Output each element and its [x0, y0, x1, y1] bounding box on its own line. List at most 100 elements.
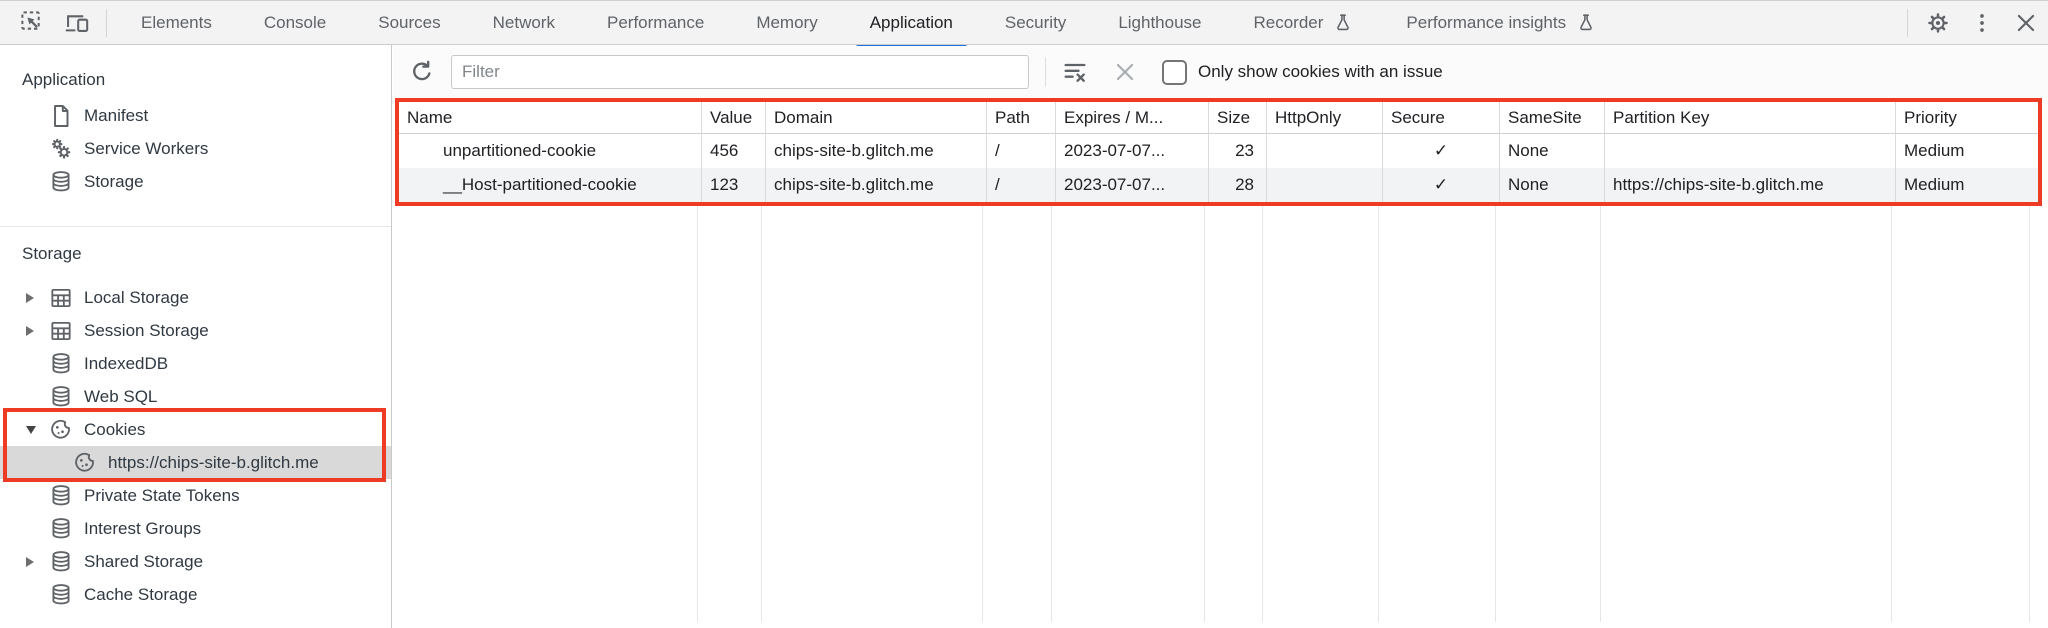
column-header-secure[interactable]: Secure: [1383, 102, 1500, 134]
cell-samesite[interactable]: None: [1500, 168, 1605, 202]
sidebar-item-indexeddb[interactable]: IndexedDB: [0, 347, 391, 380]
tab-lighthouse[interactable]: Lighthouse: [1118, 12, 1202, 32]
cookie-table-header: Name Value Domain Path Expires / M... Si…: [399, 102, 2038, 134]
cell-secure[interactable]: ✓: [1383, 168, 1500, 202]
cell-expires[interactable]: 2023-07-07...: [1056, 168, 1209, 202]
database-icon: [48, 351, 74, 377]
sidebar-item-web-sql[interactable]: Web SQL: [0, 380, 391, 413]
panel-tabs: Elements Console Sources Network Perform…: [115, 1, 1623, 49]
refresh-button[interactable]: [405, 55, 439, 89]
cell-path[interactable]: /: [987, 134, 1056, 168]
section-title-application: Application: [22, 70, 106, 89]
column-header-partition-key[interactable]: Partition Key: [1605, 102, 1896, 134]
customize-devtools-button[interactable]: [1960, 1, 2004, 45]
cookie-row-host-partitioned[interactable]: __Host-partitioned-cookie 123 chips-site…: [399, 168, 2038, 202]
clear-x-icon: [1112, 59, 1138, 85]
devtools-tabbar: Elements Console Sources Network Perform…: [0, 0, 2048, 49]
cell-domain[interactable]: chips-site-b.glitch.me: [766, 134, 987, 168]
sidebar-item-cookies[interactable]: Cookies: [0, 413, 391, 446]
column-header-value[interactable]: Value: [702, 102, 766, 134]
cell-path[interactable]: /: [987, 168, 1056, 202]
cell-partition-key[interactable]: [1605, 134, 1896, 168]
sidebar-item-interest-groups[interactable]: Interest Groups: [0, 512, 391, 545]
cell-httponly[interactable]: [1267, 168, 1383, 202]
application-sidebar: Application Manifest Service Workers Sto…: [0, 45, 392, 628]
tab-sources[interactable]: Sources: [378, 12, 441, 32]
clear-filter-icon: [1061, 58, 1089, 86]
toggle-device-toolbar-button[interactable]: [54, 1, 98, 45]
sidebar-item-cache-storage[interactable]: Cache Storage: [0, 578, 391, 611]
device-toolbar-icon: [63, 9, 90, 36]
gear-icon: [1925, 10, 1951, 36]
cookie-row-unpartitioned[interactable]: unpartitioned-cookie 456 chips-site-b.gl…: [399, 134, 2038, 168]
experiment-flask-icon: [1575, 12, 1597, 34]
refresh-icon: [408, 58, 436, 86]
tab-performance-insights[interactable]: Performance insights: [1380, 1, 1623, 44]
cell-size[interactable]: 23: [1209, 134, 1267, 168]
column-header-samesite[interactable]: SameSite: [1500, 102, 1605, 134]
cell-domain[interactable]: chips-site-b.glitch.me: [766, 168, 987, 202]
column-header-name[interactable]: Name: [399, 102, 702, 134]
cell-httponly[interactable]: [1267, 134, 1383, 168]
empty-grid-columns: [395, 206, 2042, 622]
cell-expires[interactable]: 2023-07-07...: [1056, 134, 1209, 168]
database-icon: [48, 169, 74, 195]
sidebar-item-session-storage[interactable]: Session Storage: [0, 314, 391, 347]
sidebar-item-private-state-tokens[interactable]: Private State Tokens: [0, 479, 391, 512]
only-issue-checkbox-label[interactable]: Only show cookies with an issue: [1198, 62, 1443, 81]
three-dot-menu-icon: [1969, 10, 1995, 36]
column-header-size[interactable]: Size: [1209, 102, 1267, 134]
sidebar-item-manifest[interactable]: Manifest: [0, 99, 391, 132]
toolbar-divider: [1045, 57, 1046, 87]
column-header-expires[interactable]: Expires / M...: [1056, 102, 1209, 134]
tab-performance[interactable]: Performance: [606, 12, 705, 32]
inspect-element-button[interactable]: [10, 1, 54, 45]
cell-partition-key[interactable]: https://chips-site-b.glitch.me: [1605, 168, 1896, 202]
cell-name[interactable]: unpartitioned-cookie: [399, 134, 702, 168]
column-header-httponly[interactable]: HttpOnly: [1267, 102, 1383, 134]
service-workers-gears-icon: [48, 136, 74, 162]
cell-value[interactable]: 456: [702, 134, 766, 168]
tab-security[interactable]: Security: [1004, 12, 1067, 32]
cell-priority[interactable]: Medium: [1904, 141, 1965, 160]
tab-application[interactable]: Application: [844, 1, 979, 49]
tab-memory[interactable]: Memory: [756, 12, 818, 32]
cell-secure[interactable]: ✓: [1383, 134, 1500, 168]
cell-priority[interactable]: Medium: [1896, 168, 2038, 202]
cell-samesite[interactable]: None: [1500, 134, 1605, 168]
chevron-right-icon: [26, 292, 34, 303]
annotation-box-cookie-table: Name Value Domain Path Expires / M... Si…: [395, 98, 2042, 206]
database-icon: [48, 483, 74, 509]
close-devtools-button[interactable]: [2004, 1, 2048, 45]
settings-button[interactable]: [1916, 1, 1960, 45]
tab-recorder[interactable]: Recorder: [1228, 1, 1381, 44]
only-issue-checkbox[interactable]: [1162, 59, 1187, 85]
inspect-cursor-icon: [19, 9, 46, 36]
toolbar-divider: [1907, 8, 1908, 37]
toolbar-divider: [106, 8, 107, 37]
column-header-path[interactable]: Path: [987, 102, 1056, 134]
tab-elements[interactable]: Elements: [141, 12, 212, 32]
tab-console[interactable]: Console: [263, 12, 327, 32]
filter-input[interactable]: [451, 55, 1029, 89]
cookie-icon: [48, 417, 74, 443]
sidebar-item-storage[interactable]: Storage: [0, 165, 391, 198]
cell-name[interactable]: __Host-partitioned-cookie: [399, 168, 702, 202]
column-header-domain[interactable]: Domain: [766, 102, 987, 134]
close-icon: [2013, 10, 2039, 36]
delete-cookie-button[interactable]: [1108, 55, 1142, 89]
chevron-down-icon: [26, 425, 36, 434]
tab-network[interactable]: Network: [492, 12, 555, 32]
section-title-storage: Storage: [22, 244, 82, 263]
sidebar-item-local-storage[interactable]: Local Storage: [0, 281, 391, 314]
sidebar-item-shared-storage[interactable]: Shared Storage: [0, 545, 391, 578]
cell-value[interactable]: 123: [702, 168, 766, 202]
sidebar-item-cookie-origin[interactable]: https://chips-site-b.glitch.me: [0, 446, 391, 479]
cell-size[interactable]: 28: [1209, 168, 1267, 202]
column-header-priority[interactable]: Priority: [1896, 102, 2038, 134]
database-icon: [48, 384, 74, 410]
cookie-icon: [72, 450, 98, 476]
sidebar-item-service-workers[interactable]: Service Workers: [0, 132, 391, 165]
clear-filter-button[interactable]: [1058, 55, 1092, 89]
chevron-right-icon: [26, 556, 34, 567]
